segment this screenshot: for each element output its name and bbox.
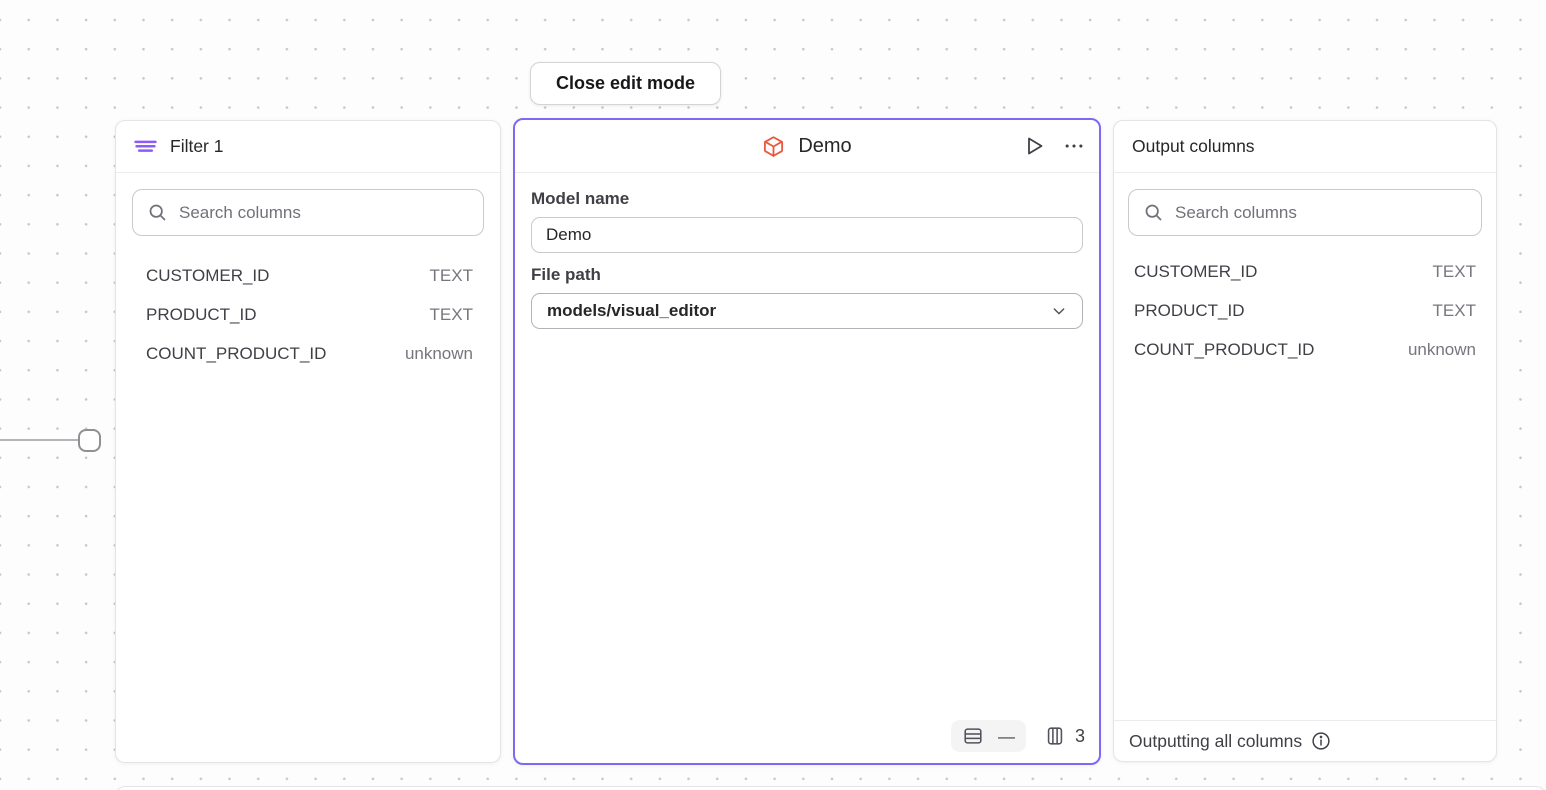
- filter-panel-header: Filter 1: [116, 121, 500, 173]
- close-edit-mode-button[interactable]: Close edit mode: [530, 62, 721, 105]
- row-count-toggle[interactable]: —: [950, 720, 1026, 752]
- column-count-value: 3: [1074, 725, 1085, 746]
- file-path-label: File path: [531, 265, 601, 284]
- chevron-down-icon: [1051, 303, 1067, 319]
- filter-search-input[interactable]: [179, 202, 469, 223]
- filter-search-box: [132, 189, 484, 236]
- column-row[interactable]: CUSTOMER_ID TEXT: [1134, 252, 1476, 291]
- model-panel-footer: — 3: [950, 720, 1085, 752]
- column-count-toggle[interactable]: 3: [1044, 725, 1085, 747]
- output-panel-footer: Outputting all columns: [1114, 720, 1496, 761]
- column-type: TEXT: [1432, 300, 1476, 320]
- file-path-select[interactable]: models/visual_editor: [531, 293, 1083, 329]
- output-search-input[interactable]: [1175, 202, 1467, 223]
- column-name: CUSTOMER_ID: [1134, 261, 1258, 281]
- file-path-value: models/visual_editor: [547, 301, 717, 320]
- run-model-button[interactable]: [1022, 134, 1046, 158]
- column-row[interactable]: COUNT_PRODUCT_ID unknown: [146, 334, 473, 373]
- ellipsis-icon: [1063, 135, 1085, 157]
- row-count-value: —: [997, 726, 1015, 746]
- filter-node-panel: Filter 1 CUSTOMER_ID TEXT PRODUCT_ID TEX…: [115, 120, 501, 763]
- filter-panel-title: Filter 1: [170, 136, 224, 156]
- column-name: PRODUCT_ID: [1134, 300, 1245, 320]
- rows-icon: [962, 725, 984, 747]
- model-panel-body: Model name File path models/visual_edito…: [515, 173, 1099, 345]
- filter-lines-icon: [134, 135, 157, 158]
- output-panel-header: Output columns: [1114, 121, 1496, 173]
- column-name: COUNT_PRODUCT_ID: [1134, 339, 1315, 359]
- column-row[interactable]: COUNT_PRODUCT_ID unknown: [1134, 330, 1476, 369]
- output-columns-panel: Output columns CUSTOMER_ID TEXT PRODUCT_…: [1113, 120, 1497, 762]
- edge-handle[interactable]: [78, 429, 101, 452]
- model-name-label: Model name: [531, 189, 630, 208]
- bottom-panel-edge: [115, 786, 1546, 790]
- output-search-box: [1128, 189, 1482, 236]
- output-column-list: CUSTOMER_ID TEXT PRODUCT_ID TEXT COUNT_P…: [1114, 252, 1496, 369]
- cube-icon: [762, 135, 785, 158]
- output-panel-title: Output columns: [1132, 136, 1255, 156]
- search-icon: [1143, 202, 1164, 223]
- column-type: TEXT: [429, 265, 473, 285]
- model-panel-header: Demo: [515, 120, 1099, 173]
- column-type: unknown: [1407, 339, 1476, 359]
- column-type: TEXT: [429, 304, 473, 324]
- filter-column-list: CUSTOMER_ID TEXT PRODUCT_ID TEXT COUNT_P…: [116, 256, 500, 373]
- more-options-button[interactable]: [1063, 135, 1085, 157]
- column-type: TEXT: [1432, 261, 1476, 281]
- columns-icon: [1044, 725, 1066, 747]
- column-name: CUSTOMER_ID: [146, 265, 270, 285]
- search-icon: [147, 202, 168, 223]
- play-icon: [1022, 134, 1046, 158]
- model-name-input[interactable]: [531, 217, 1083, 253]
- model-node-panel: Demo Model name File path: [513, 118, 1101, 765]
- info-icon[interactable]: [1310, 730, 1332, 752]
- output-footer-text: Outputting all columns: [1129, 730, 1303, 751]
- column-type: unknown: [404, 343, 473, 363]
- column-name: PRODUCT_ID: [146, 304, 257, 324]
- column-row[interactable]: PRODUCT_ID TEXT: [146, 295, 473, 334]
- column-row[interactable]: PRODUCT_ID TEXT: [1134, 291, 1476, 330]
- column-name: COUNT_PRODUCT_ID: [146, 343, 327, 363]
- connection-edge: [0, 439, 79, 441]
- column-row[interactable]: CUSTOMER_ID TEXT: [146, 256, 473, 295]
- model-panel-title: Demo: [798, 134, 852, 157]
